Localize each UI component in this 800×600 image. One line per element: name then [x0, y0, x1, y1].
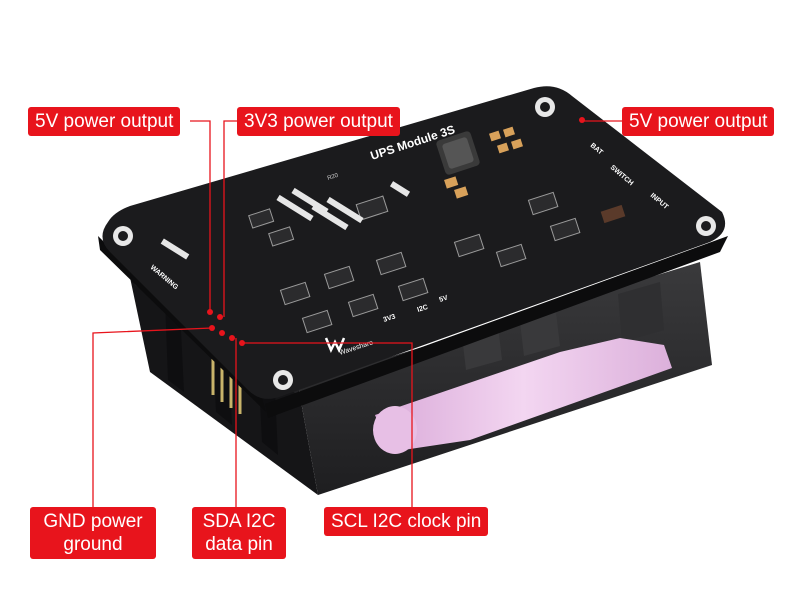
callout-gnd-line2: ground	[63, 534, 123, 555]
leader-lines	[92, 120, 622, 507]
pcb-label-r20: R20	[327, 173, 340, 182]
callout-sda-line1: SDA I2C	[202, 511, 276, 532]
callout-5v-power-output-left: 5V power output	[28, 107, 181, 136]
callout-gnd-line1: GND power	[43, 511, 143, 532]
pcb-label-5v: 5V	[438, 294, 449, 303]
pcb-label-i2c: I2C	[416, 304, 429, 314]
pcb-board: UPS Module 3S Waveshare WARNING R20 SWIT…	[98, 86, 728, 418]
callout-5v-power-output-right: 5V power output	[622, 107, 775, 136]
battery-cell	[373, 338, 672, 454]
callout-sda-i2c-data-pin: SDA I2C data pin	[192, 507, 286, 559]
waveshare-logo-icon	[324, 337, 346, 354]
callout-sda-line2: data pin	[205, 534, 273, 555]
callout-3v3-power-output: 3V3 power output	[237, 107, 400, 136]
callout-scl-i2c-clock-pin: SCL I2C clock pin	[324, 507, 489, 536]
callout-gnd-power-ground: GND power ground	[30, 507, 156, 559]
pcb-label-3v3: 3V3	[382, 313, 396, 324]
